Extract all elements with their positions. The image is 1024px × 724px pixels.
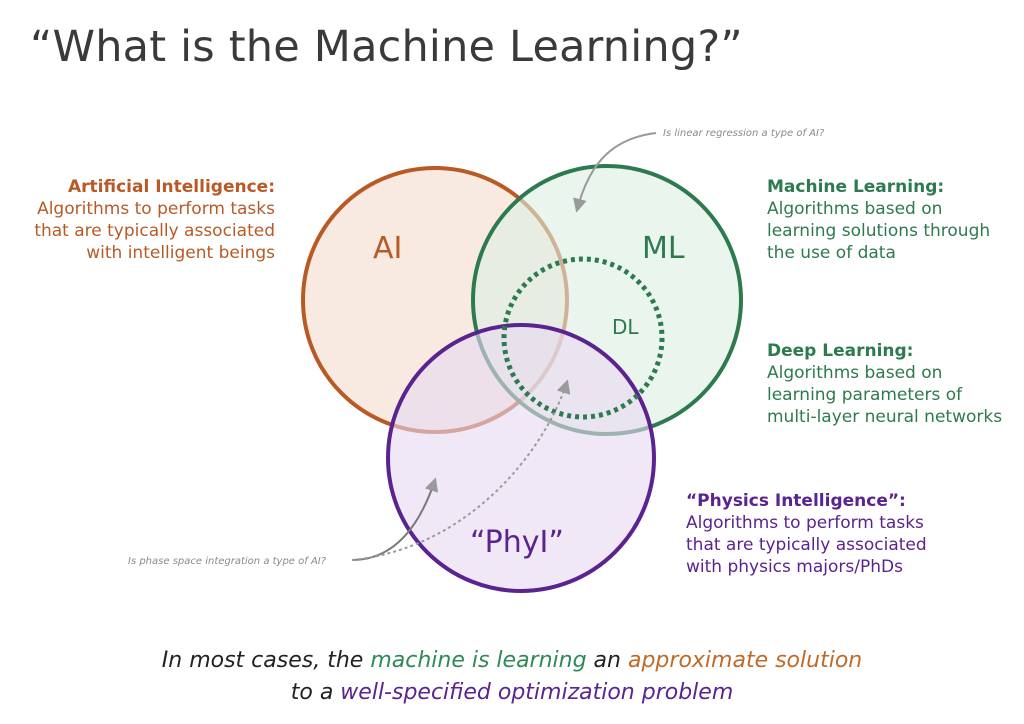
- footer-text-2: an: [586, 648, 628, 673]
- linear-regression-note: Is linear regression a type of AI?: [663, 128, 825, 139]
- footer-machine-learning: machine is learning: [370, 648, 587, 673]
- footer-line-1: In most cases, the machine is learning a…: [0, 645, 1024, 677]
- dl-circle: [501, 256, 665, 420]
- page-title: “What is the Machine Learning?”: [30, 22, 743, 72]
- ai-description: Artificial Intelligence: Algorithms to p…: [0, 176, 275, 264]
- footer-optimization-problem: well-specified optimization problem: [340, 680, 734, 705]
- ai-circle-label: AI: [373, 231, 402, 266]
- footer-line-2: to a well-specified optimization problem: [0, 677, 1024, 709]
- footer-statement: In most cases, the machine is learning a…: [0, 645, 1024, 709]
- ml-description: Machine Learning: Algorithms based on le…: [767, 176, 1017, 264]
- dl-description-body: Algorithms based on learning parameters …: [767, 363, 1003, 427]
- phyi-circle-label: “PhyI”: [470, 525, 564, 560]
- ml-description-body: Algorithms based on learning solutions t…: [767, 199, 991, 263]
- phase-space-arrow-to-ai: [351, 379, 571, 561]
- footer-text-3: to a: [290, 680, 341, 705]
- ai-description-body: Algorithms to perform tasks that are typ…: [34, 199, 275, 263]
- footer-text-1: In most cases, the: [161, 648, 371, 673]
- dl-description: Deep Learning: Algorithms based on learn…: [767, 340, 1017, 428]
- footer-approximate-solution: approximate solution: [627, 648, 863, 673]
- phyi-description-body: Algorithms to perform tasks that are typ…: [686, 513, 927, 577]
- dl-description-heading: Deep Learning:: [767, 341, 914, 361]
- phase-space-note: Is phase space integration a type of AI?: [128, 556, 327, 567]
- phyi-description: “Physics Intelligence”: Algorithms to pe…: [686, 490, 986, 578]
- phyi-description-heading: “Physics Intelligence”:: [686, 491, 906, 511]
- ml-description-heading: Machine Learning:: [767, 177, 945, 197]
- dl-circle-label: DL: [612, 315, 639, 339]
- ai-description-heading: Artificial Intelligence:: [68, 177, 275, 197]
- ml-circle-label: ML: [642, 231, 685, 266]
- linear-regression-arrow: [573, 132, 657, 213]
